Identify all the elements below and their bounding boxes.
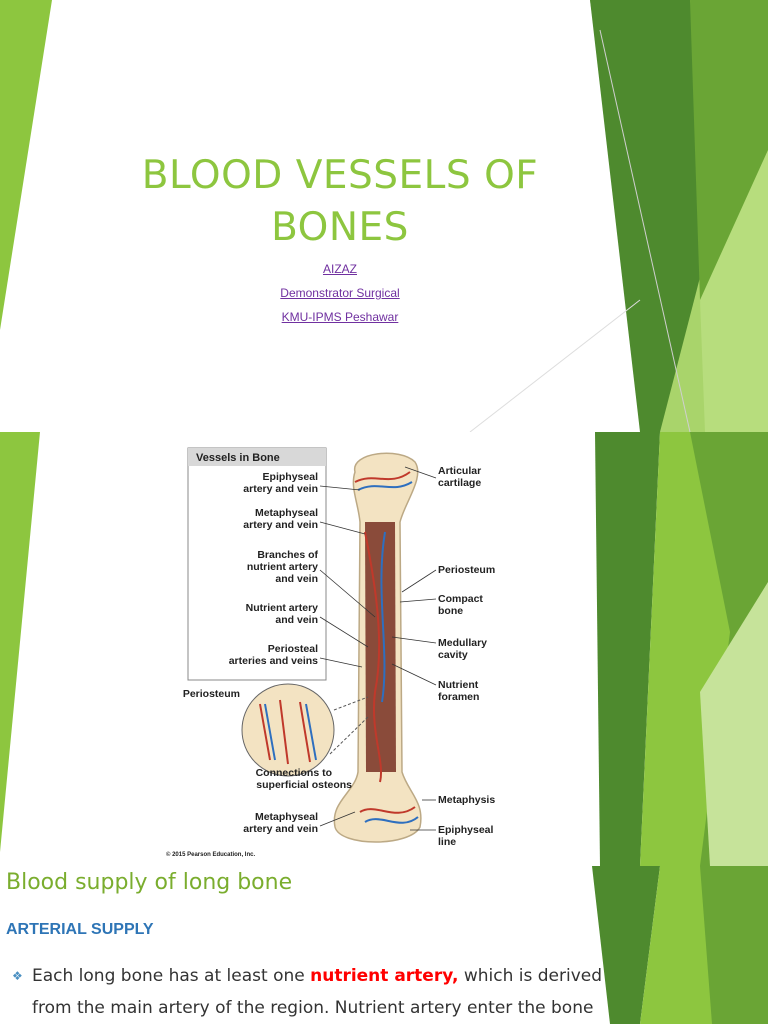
label-connections-2: superficial osteons	[256, 779, 352, 791]
label-articular-2: cartilage	[438, 477, 481, 489]
label-metaphyseal-1: Metaphyseal	[255, 507, 318, 519]
label-medullary-2: cavity	[438, 649, 468, 661]
author-link[interactable]: AIZAZ	[322, 262, 357, 276]
label-periosteum-left: Periosteum	[183, 688, 240, 700]
label-foramen-1: Nutrient	[438, 679, 479, 691]
slide-decoration	[0, 0, 768, 432]
label-articular-1: Articular	[438, 465, 481, 477]
figure-slide: Vessels in Bone Epiphyse	[0, 432, 768, 866]
label-metaphysis: Metaphysis	[438, 794, 495, 806]
label-compact-1: Compact	[438, 593, 483, 605]
diamond-bullet-icon: ❖	[12, 969, 23, 983]
label-metaphyseal-bottom-2: artery and vein	[243, 823, 318, 835]
label-epiphyseal-1: Epiphyseal	[263, 471, 319, 483]
label-nutrient-1: Nutrient artery	[246, 602, 319, 614]
bullet-paragraph: ❖ Each long bone has at least one nutrie…	[12, 960, 632, 1024]
label-metaphyseal-bottom-1: Metaphyseal	[255, 811, 318, 823]
label-periosteum-right: Periosteum	[438, 564, 495, 576]
label-metaphyseal-2: artery and vein	[243, 519, 318, 531]
content-title: Blood supply of long bone	[6, 870, 293, 895]
slide-decoration	[592, 866, 768, 1024]
label-periosteal-2: arteries and veins	[229, 655, 318, 667]
section-heading: ARTERIAL SUPPLY	[6, 921, 154, 938]
label-connections-1: Connections to	[256, 767, 332, 779]
role-link[interactable]: Demonstrator Surgical	[280, 286, 400, 300]
figure-copyright: © 2015 Pearson Education, Inc.	[166, 851, 255, 858]
label-epiphyseal-2: artery and vein	[243, 483, 318, 495]
bullet-text-pre: Each long bone has at least one	[32, 966, 311, 986]
label-nutrient-2: and vein	[275, 614, 318, 626]
bullet-highlight: nutrient artery,	[310, 966, 459, 986]
slide-title: BLOOD VESSELS OF BONES	[140, 150, 540, 254]
title-slide: BLOOD VESSELS OF BONES AIZAZ Demonstrato…	[0, 0, 768, 432]
label-branches-2: nutrient artery	[247, 561, 318, 573]
title-line-1: BLOOD VESSELS OF	[141, 153, 539, 198]
label-compact-2: bone	[438, 605, 463, 617]
label-periosteal-1: Periosteal	[268, 643, 318, 655]
content-slide: Blood supply of long bone ARTERIAL SUPPL…	[0, 866, 768, 1024]
bone-vessels-figure: Vessels in Bone Epiphyse	[166, 447, 495, 858]
institution-link[interactable]: KMU-IPMS Peshawar	[281, 310, 399, 324]
label-branches-1: Branches of	[257, 549, 318, 561]
bullet-text-post: which is derived from the main artery of…	[32, 966, 603, 1018]
label-epiphyseal-line-1: Epiphyseal	[438, 824, 494, 836]
slide-decoration	[0, 432, 768, 866]
label-branches-3: and vein	[275, 573, 318, 585]
label-foramen-2: foramen	[438, 691, 479, 703]
title-line-2: BONES	[271, 205, 409, 250]
figure-box-title: Vessels in Bone	[196, 452, 280, 464]
label-medullary-1: Medullary	[438, 637, 487, 649]
label-epiphyseal-line-2: line	[438, 836, 456, 848]
